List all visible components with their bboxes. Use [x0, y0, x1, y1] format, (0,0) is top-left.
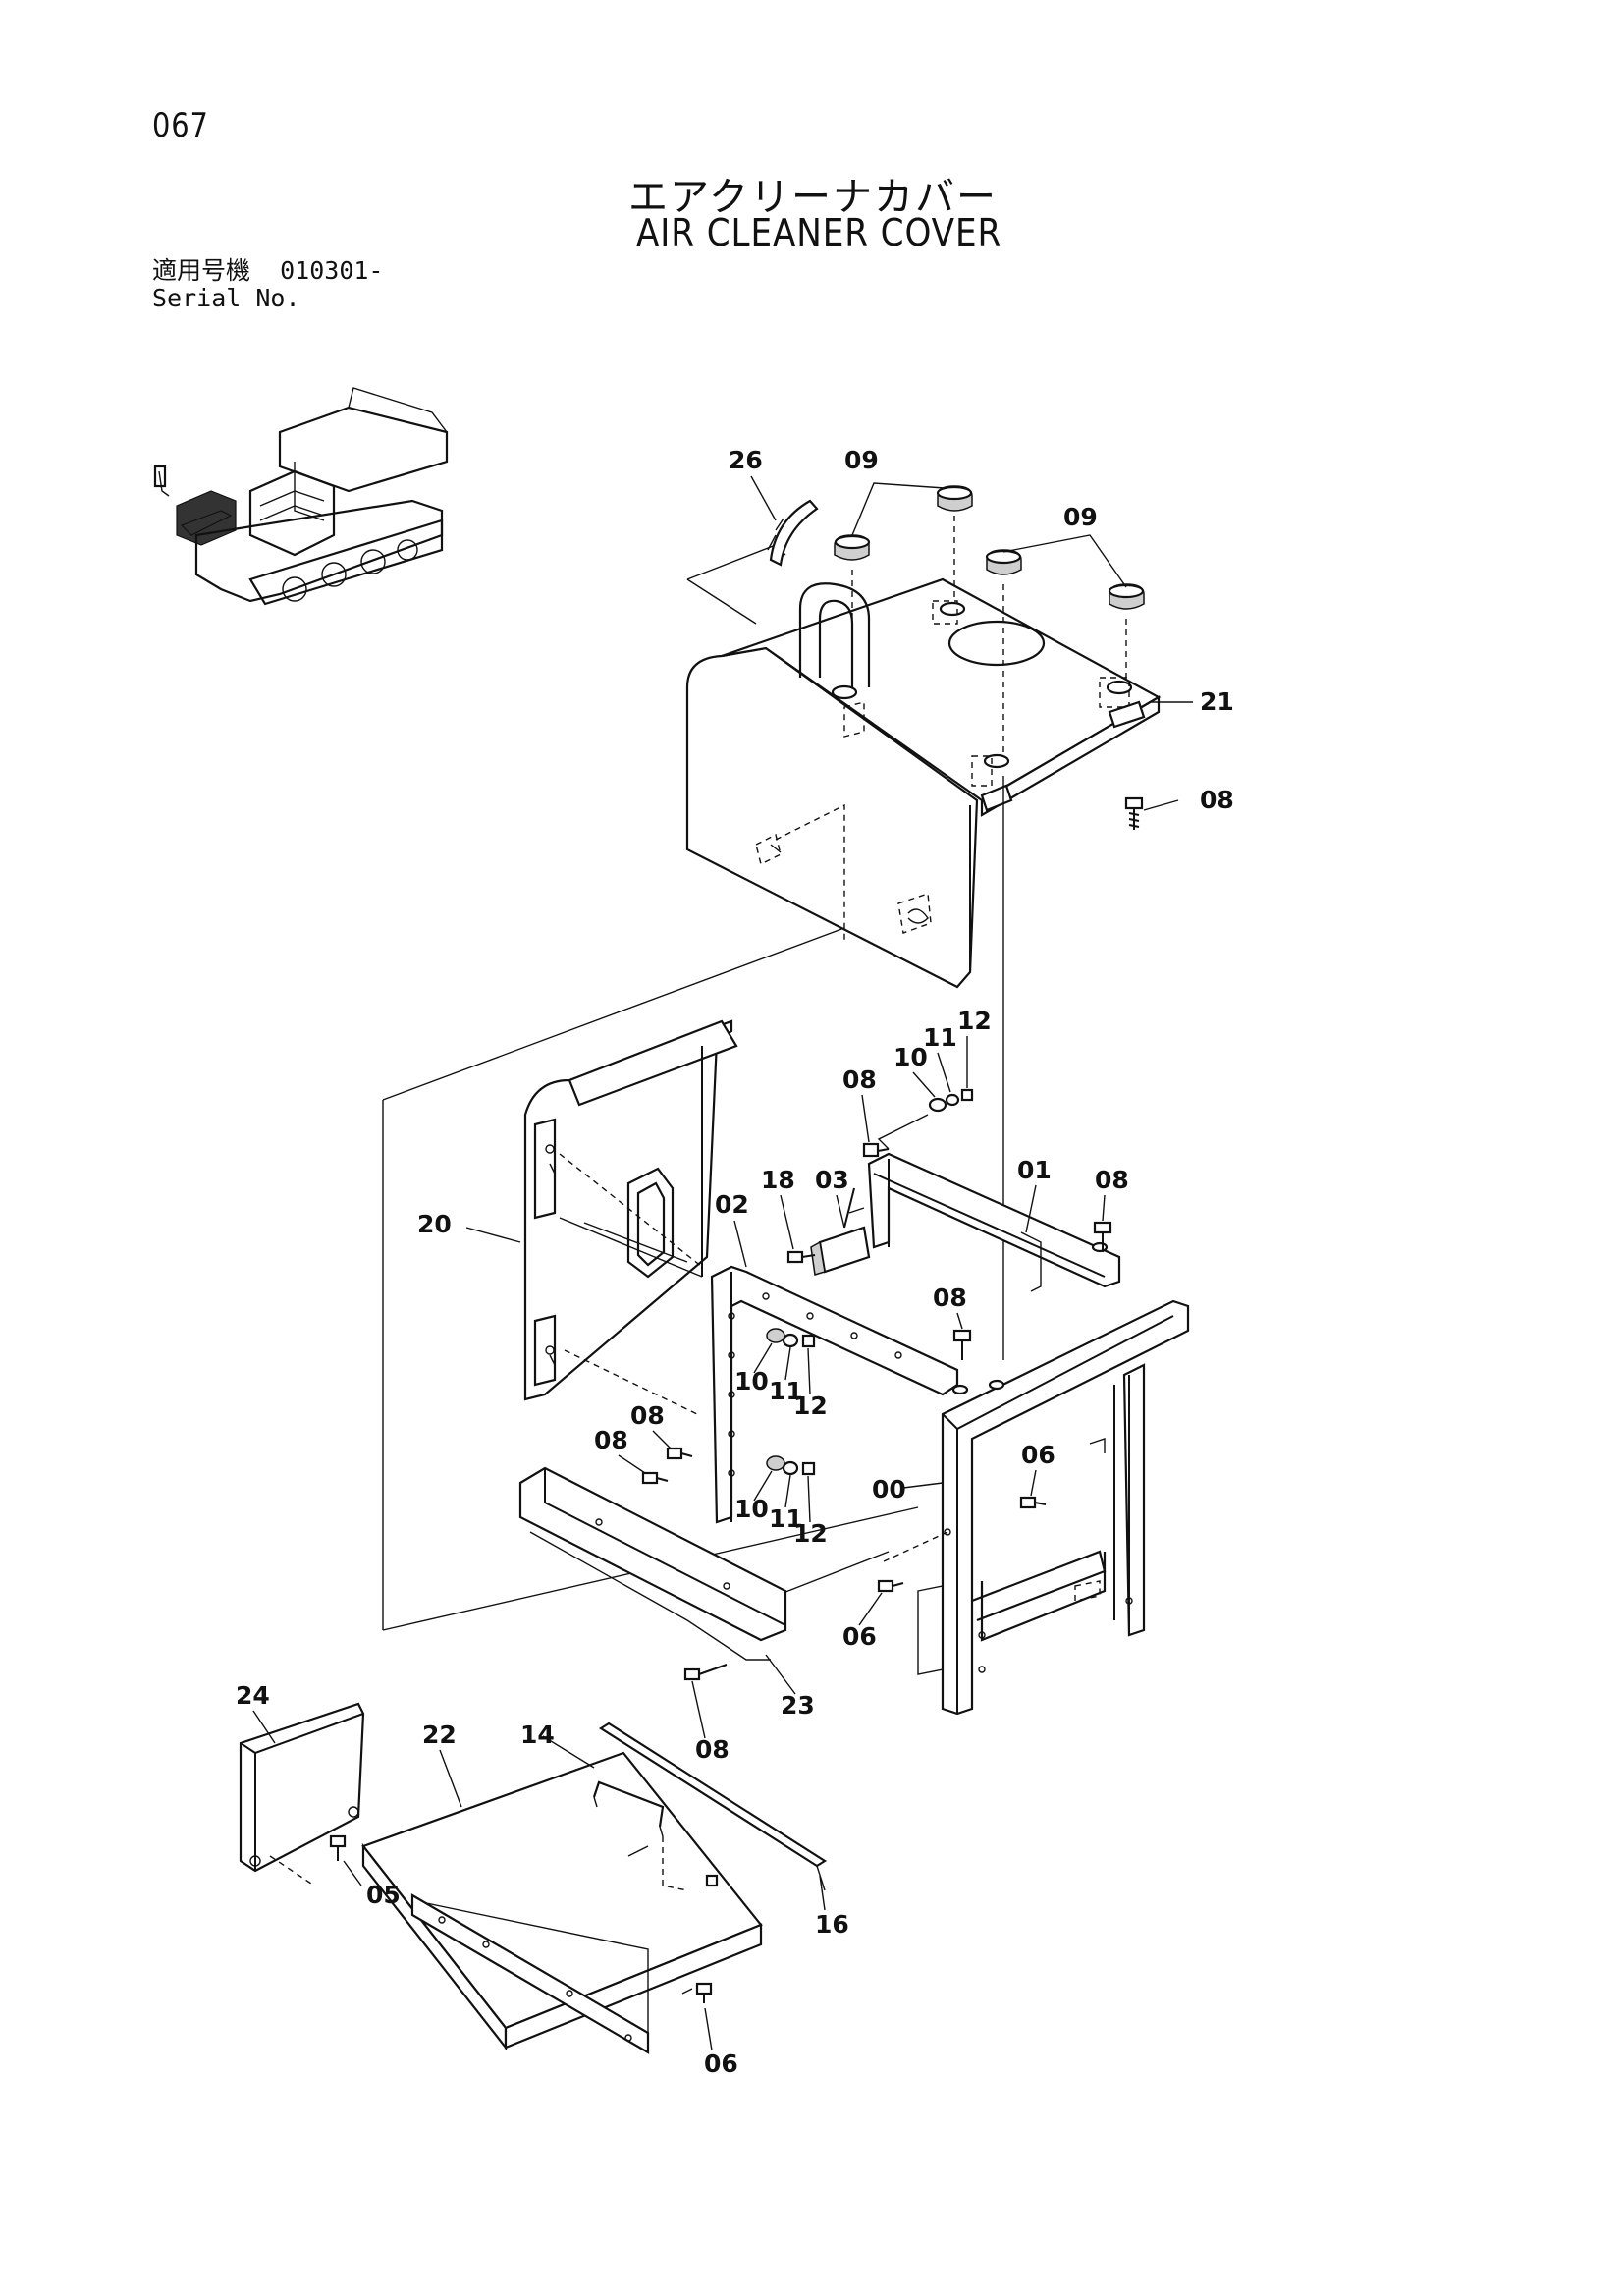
frame-assembly	[710, 1152, 1190, 1716]
callout-23: 23	[781, 1691, 815, 1720]
callout-06-c: 06	[704, 2050, 738, 2078]
callout-18: 18	[761, 1166, 795, 1194]
callout-09-a: 09	[844, 446, 879, 474]
cover-plate-22	[361, 1751, 763, 2054]
plug-a	[834, 534, 871, 561]
machine-thumbnail	[153, 387, 449, 606]
washers-nuts-lower	[766, 1455, 816, 1476]
seal-strip	[767, 499, 819, 567]
serial-label-jp: 適用号機	[152, 256, 251, 285]
callout-05: 05	[366, 1881, 401, 1909]
callout-08-g: 08	[695, 1735, 730, 1764]
callout-08-c: 08	[1095, 1166, 1129, 1194]
callout-12-a: 12	[957, 1007, 992, 1035]
callout-09-b: 09	[1063, 503, 1098, 531]
plug-d	[1108, 583, 1145, 610]
callout-26: 26	[729, 446, 763, 474]
title-japanese: エアクリーナカバー	[628, 175, 998, 220]
bolt-08-frame-mid	[952, 1329, 972, 1360]
callout-22: 22	[422, 1721, 457, 1749]
callout-08-d: 08	[933, 1284, 967, 1312]
bolt-08-panel-b	[641, 1471, 669, 1485]
bolt-06-left	[877, 1579, 904, 1593]
side-panel	[382, 927, 919, 1631]
callout-16: 16	[815, 1910, 849, 1939]
callout-08-e: 08	[630, 1401, 665, 1430]
serial-block: 適用号機 010301- Serial No.	[152, 257, 383, 312]
rubber-plugs	[834, 482, 1145, 756]
callout-06-b: 06	[842, 1622, 877, 1651]
bolt-18	[786, 1250, 816, 1264]
air-cleaner-top-cover	[685, 544, 1162, 989]
callout-10-b: 10	[734, 1367, 769, 1395]
page-number: 067	[152, 106, 209, 145]
serial-label-en: Serial No.	[152, 284, 300, 312]
callout-11-a: 11	[923, 1023, 957, 1052]
bolt-08-panel	[666, 1447, 693, 1460]
bolt-06-frame	[1019, 1496, 1047, 1509]
lower-bracket-23	[518, 1466, 787, 1681]
callout-21: 21	[1200, 687, 1234, 716]
callout-12-b: 12	[793, 1392, 828, 1420]
callout-11-b: 11	[769, 1377, 803, 1405]
washers-nuts-upper	[862, 1088, 974, 1158]
callout-20: 20	[417, 1210, 452, 1238]
callout-03: 03	[815, 1166, 849, 1194]
plug-c	[985, 549, 1022, 575]
callout-08-a: 08	[1200, 786, 1234, 814]
callout-12-c: 12	[793, 1519, 828, 1548]
callout-14: 14	[520, 1721, 555, 1749]
callout-10-c: 10	[734, 1495, 769, 1523]
callout-08-b: 08	[842, 1066, 877, 1094]
callout-06-a: 06	[1021, 1441, 1055, 1469]
callout-labels: 26 09 09 21 08 12 11 10 08 18 03 02 01 0…	[236, 446, 1234, 2078]
callout-24: 24	[236, 1681, 270, 1710]
callout-10-a: 10	[893, 1043, 928, 1071]
bolt-08-frame-top	[1093, 1221, 1112, 1252]
plug-b	[936, 485, 973, 512]
callout-08-f: 08	[594, 1426, 628, 1454]
washers-nuts-mid	[766, 1328, 816, 1348]
bolt-08-top	[1124, 796, 1179, 830]
callout-02: 02	[715, 1190, 749, 1219]
title-english: AIR CLEANER COVER	[636, 211, 1002, 254]
callout-01: 01	[1017, 1156, 1052, 1184]
callout-00: 00	[872, 1475, 906, 1503]
bracket-03	[810, 1187, 871, 1276]
serial-range: 010301-	[280, 256, 384, 285]
side-bracket-24	[239, 1702, 365, 1886]
callout-11-c: 11	[769, 1504, 803, 1533]
